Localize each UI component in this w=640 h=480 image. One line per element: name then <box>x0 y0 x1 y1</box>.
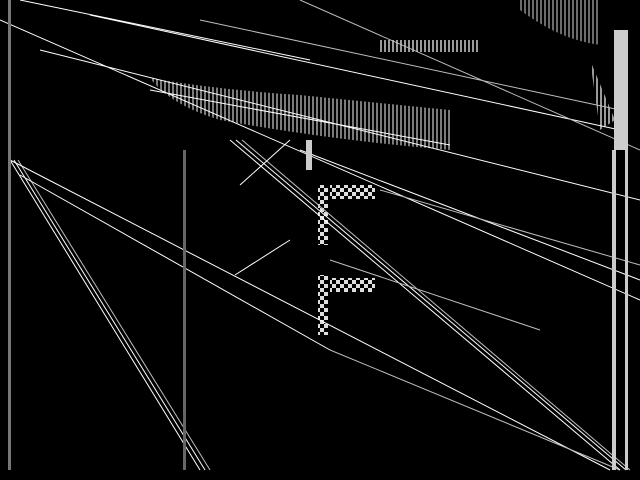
line-segment <box>19 0 311 61</box>
checker-blocks <box>318 185 375 335</box>
line-segment <box>0 19 640 301</box>
line-segment <box>329 349 621 471</box>
line-segment <box>299 0 640 151</box>
line-segment <box>299 149 640 281</box>
line-segment <box>199 19 621 111</box>
vertical-bars <box>8 0 628 470</box>
line-segment <box>329 259 541 331</box>
line-segment <box>235 139 627 471</box>
line-segment <box>239 139 291 186</box>
line-segment <box>17 159 211 471</box>
line-segment <box>149 89 451 146</box>
line-segment <box>89 14 621 131</box>
line-segment <box>19 174 331 351</box>
line-segment <box>379 189 640 266</box>
line-segment <box>9 159 611 471</box>
line-segment <box>234 239 291 276</box>
line-segment <box>9 159 201 471</box>
line-segment <box>13 159 206 471</box>
line-segment <box>229 139 621 471</box>
line-segment <box>241 139 631 471</box>
